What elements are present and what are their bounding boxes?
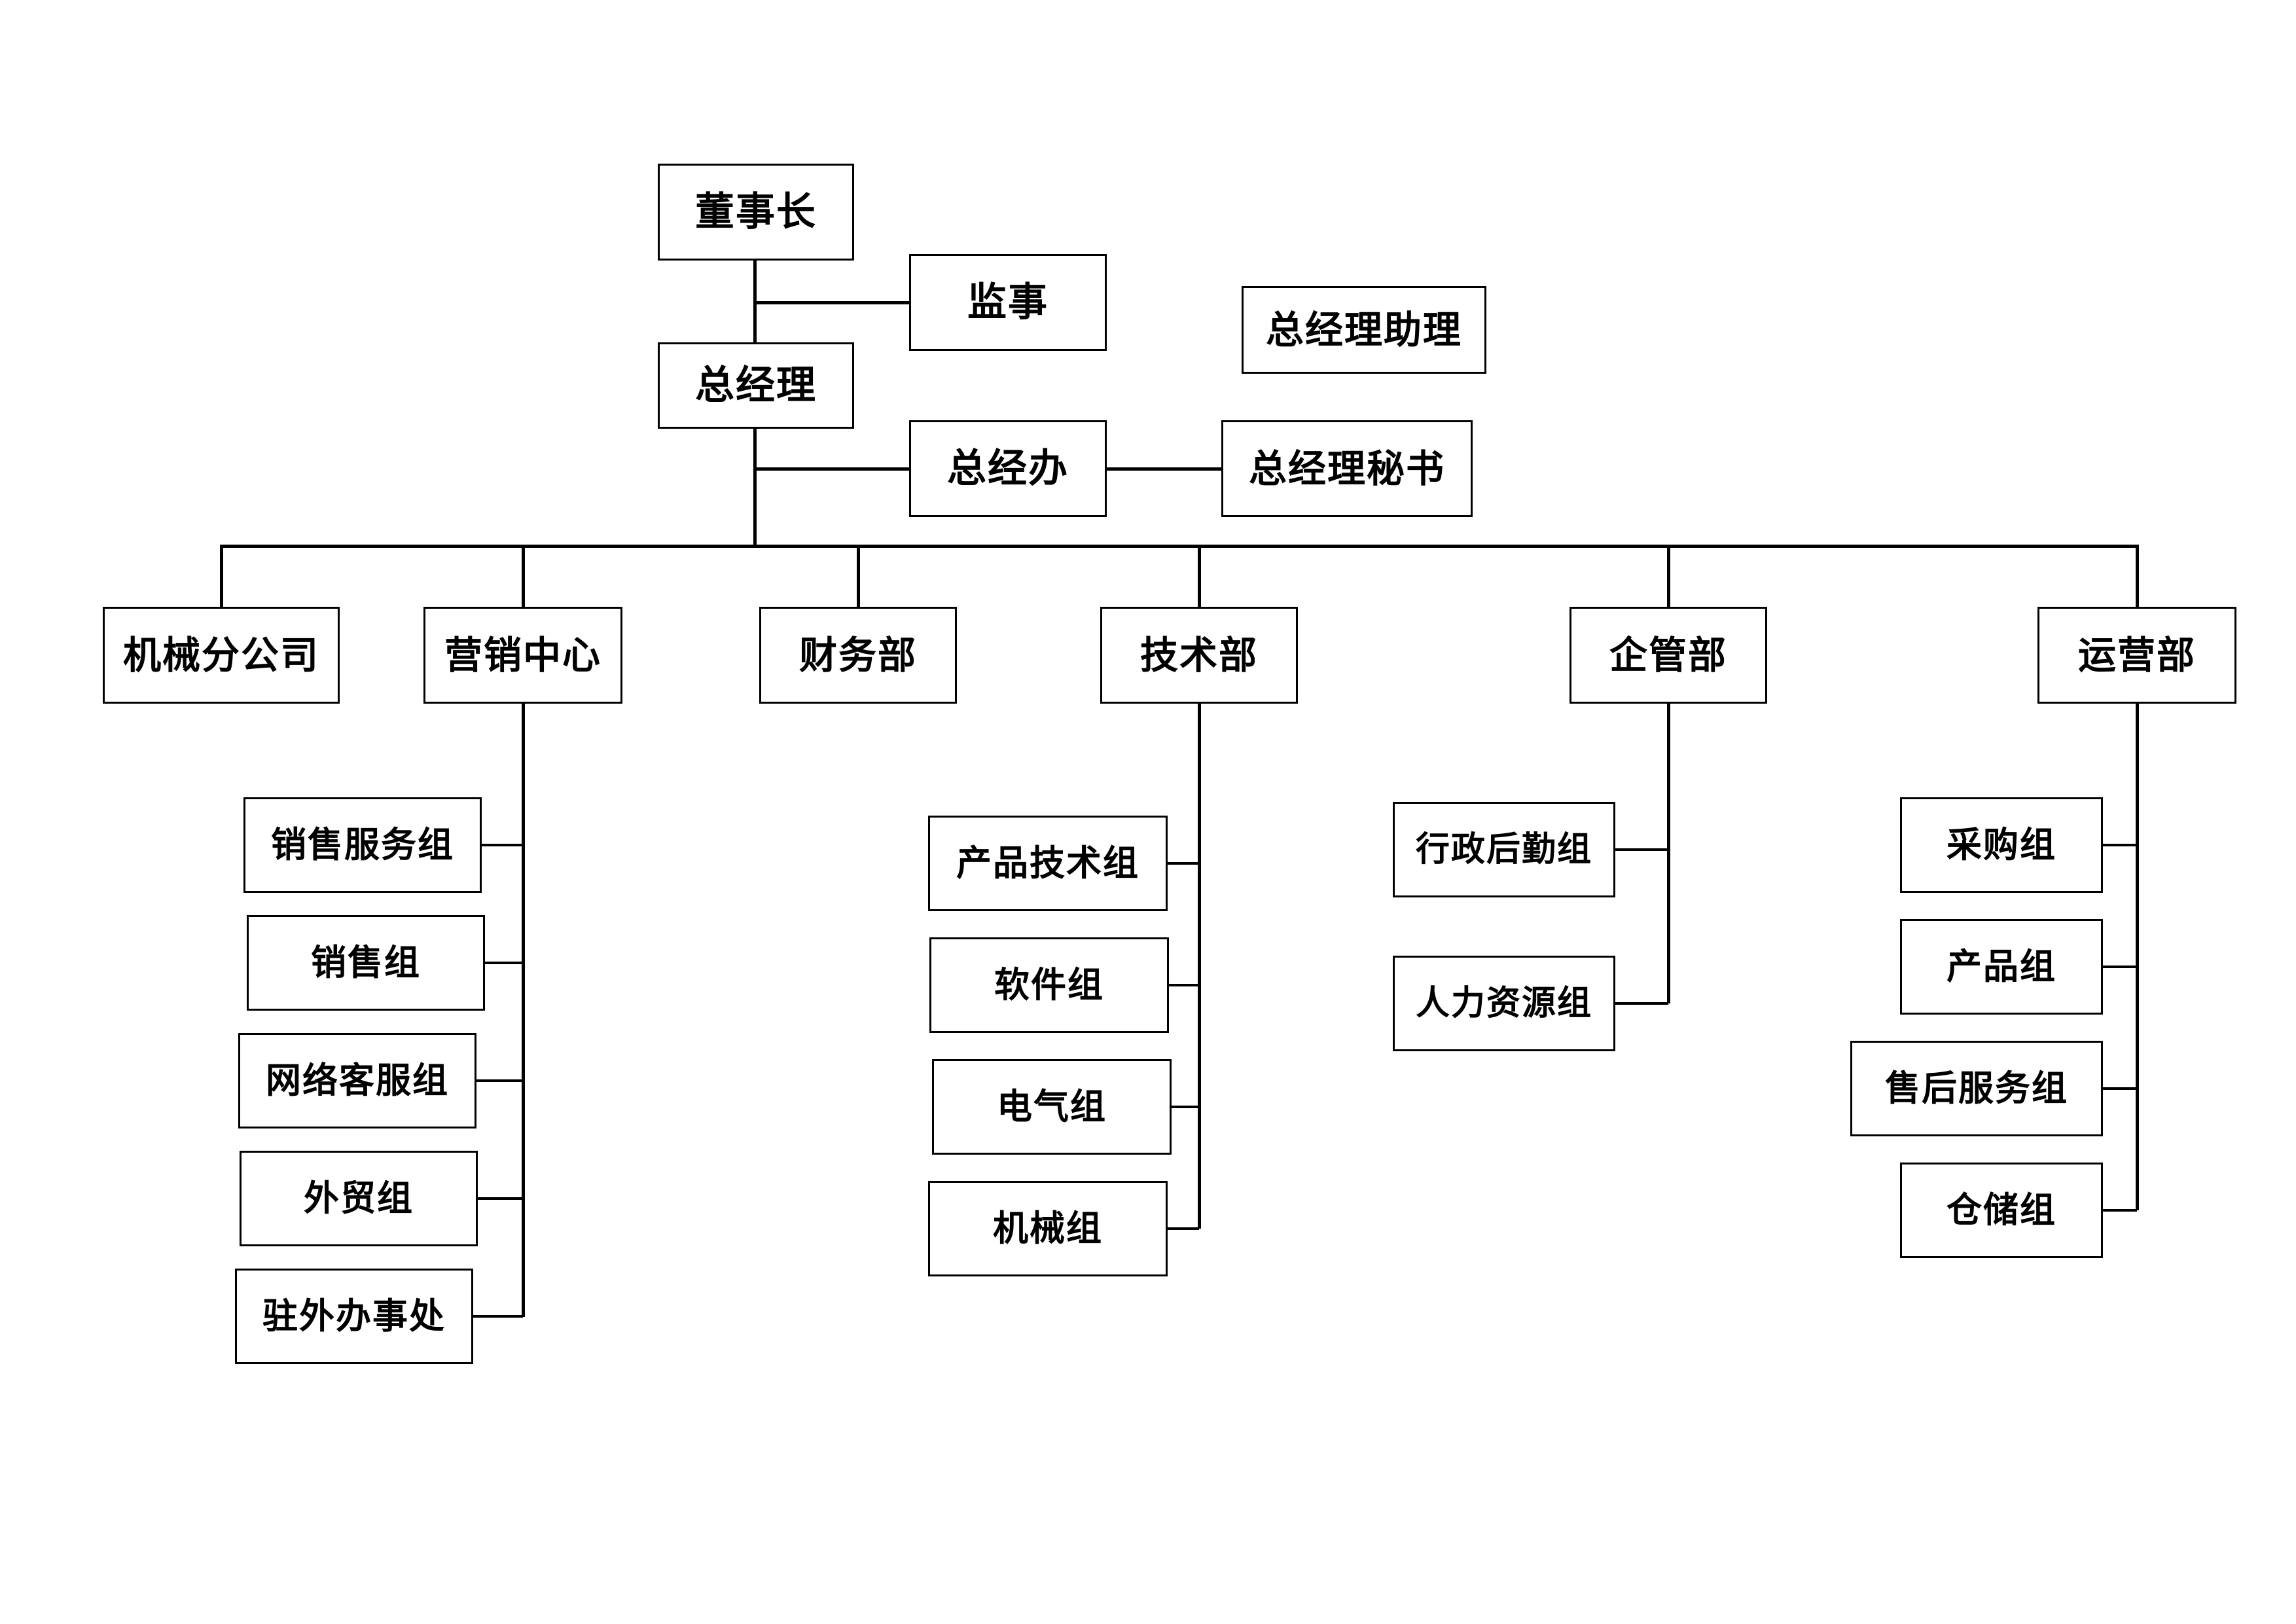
- node-marketing[interactable]: 营销中心: [423, 607, 622, 704]
- node-label: 机械分公司: [122, 633, 319, 677]
- node-label: 总经理助理: [1265, 308, 1462, 352]
- stub-warehouse: [2103, 1209, 2137, 1212]
- node-label: 机械组: [993, 1208, 1103, 1249]
- node-label: 营销中心: [444, 633, 601, 677]
- drop-to-mech-branch: [220, 545, 223, 609]
- node-label: 驻外办事处: [262, 1295, 446, 1337]
- node-label: 产品组: [1946, 946, 2056, 987]
- stub-sales-service: [482, 844, 523, 846]
- node-label: 总经理秘书: [1248, 446, 1445, 491]
- node-label: 企管部: [1609, 633, 1727, 677]
- stub-human-resource: [1615, 1002, 1668, 1005]
- connector-chairman-to-supervisor: [753, 301, 910, 304]
- stub-online-service: [476, 1079, 523, 1082]
- stub-purchasing: [2103, 844, 2137, 846]
- node-human-resource[interactable]: 人力资源组: [1393, 956, 1615, 1051]
- node-label: 仓储组: [1946, 1189, 2056, 1231]
- node-product-tech[interactable]: 产品技术组: [928, 816, 1168, 911]
- node-label: 监事: [967, 280, 1049, 325]
- stub-electrical: [1172, 1106, 1199, 1108]
- connector-gm-office-to-secretary: [1107, 467, 1223, 471]
- drop-to-enterprise-mgmt: [1667, 545, 1670, 609]
- node-technology[interactable]: 技术部: [1100, 607, 1298, 704]
- drop-to-operations: [2136, 545, 2139, 609]
- department-bus-line: [220, 545, 2138, 548]
- node-label: 售后服务组: [1885, 1068, 2068, 1109]
- spine-operations: [2136, 704, 2139, 1210]
- node-label: 销售服务组: [271, 824, 454, 865]
- node-label: 财务部: [798, 633, 917, 677]
- node-mechanical[interactable]: 机械组: [928, 1181, 1168, 1276]
- node-label: 产品技术组: [956, 842, 1139, 884]
- node-after-sales[interactable]: 售后服务组: [1850, 1041, 2103, 1136]
- node-admin-logistics[interactable]: 行政后勤组: [1393, 802, 1615, 897]
- node-label: 采购组: [1946, 824, 2056, 865]
- stub-after-sales: [2103, 1087, 2137, 1090]
- connector-gm-to-bus: [753, 429, 757, 547]
- node-enterprise-mgmt[interactable]: 企管部: [1570, 607, 1767, 704]
- drop-to-technology: [1198, 545, 1201, 609]
- node-electrical[interactable]: 电气组: [932, 1059, 1172, 1155]
- node-sales-group[interactable]: 销售组: [247, 915, 485, 1011]
- spine-enterprise-mgmt: [1667, 704, 1670, 1003]
- node-label: 总经办: [947, 446, 1069, 492]
- spine-marketing: [522, 704, 525, 1317]
- stub-software-group: [1169, 984, 1199, 986]
- node-gm-assistant[interactable]: 总经理助理: [1242, 286, 1486, 374]
- node-label: 行政后勤组: [1415, 830, 1592, 869]
- drop-to-finance: [857, 545, 860, 609]
- stub-admin-logistics: [1615, 848, 1668, 851]
- stub-mechanical: [1168, 1227, 1199, 1230]
- node-supervisor[interactable]: 监事: [909, 254, 1107, 351]
- node-sales-service[interactable]: 销售服务组: [243, 797, 482, 893]
- node-gm-office[interactable]: 总经办: [909, 420, 1107, 517]
- stub-foreign-trade: [478, 1197, 523, 1200]
- node-label: 网络客服组: [266, 1060, 449, 1101]
- node-mech-branch[interactable]: 机械分公司: [103, 607, 340, 704]
- node-label: 软件组: [994, 964, 1104, 1005]
- node-label: 董事长: [695, 189, 817, 235]
- node-finance[interactable]: 财务部: [759, 607, 957, 704]
- node-product-group[interactable]: 产品组: [1900, 919, 2103, 1015]
- node-label: 总经理: [695, 363, 817, 408]
- node-label: 电气组: [997, 1086, 1107, 1127]
- node-online-service[interactable]: 网络客服组: [238, 1033, 476, 1128]
- stub-product-group: [2103, 965, 2137, 968]
- node-software-group[interactable]: 软件组: [929, 937, 1169, 1033]
- stub-product-tech: [1168, 862, 1199, 865]
- node-chairman[interactable]: 董事长: [658, 164, 854, 261]
- node-foreign-trade[interactable]: 外贸组: [240, 1151, 478, 1246]
- node-label: 人力资源组: [1415, 984, 1592, 1023]
- node-warehouse[interactable]: 仓储组: [1900, 1163, 2103, 1258]
- node-label: 技术部: [1139, 633, 1258, 677]
- stub-field-office: [473, 1315, 523, 1318]
- node-field-office[interactable]: 驻外办事处: [235, 1269, 473, 1364]
- drop-to-marketing: [522, 545, 525, 609]
- node-general-manager[interactable]: 总经理: [658, 342, 854, 429]
- spine-technology: [1198, 704, 1201, 1229]
- stub-sales-group: [485, 962, 523, 964]
- node-purchasing[interactable]: 采购组: [1900, 797, 2103, 893]
- node-label: 运营部: [2077, 633, 2196, 677]
- connector-gm-to-gm-office: [753, 467, 910, 471]
- node-operations[interactable]: 运营部: [2037, 607, 2236, 704]
- node-gm-secretary[interactable]: 总经理秘书: [1221, 420, 1473, 517]
- node-label: 外贸组: [304, 1178, 414, 1219]
- node-label: 销售组: [311, 942, 421, 983]
